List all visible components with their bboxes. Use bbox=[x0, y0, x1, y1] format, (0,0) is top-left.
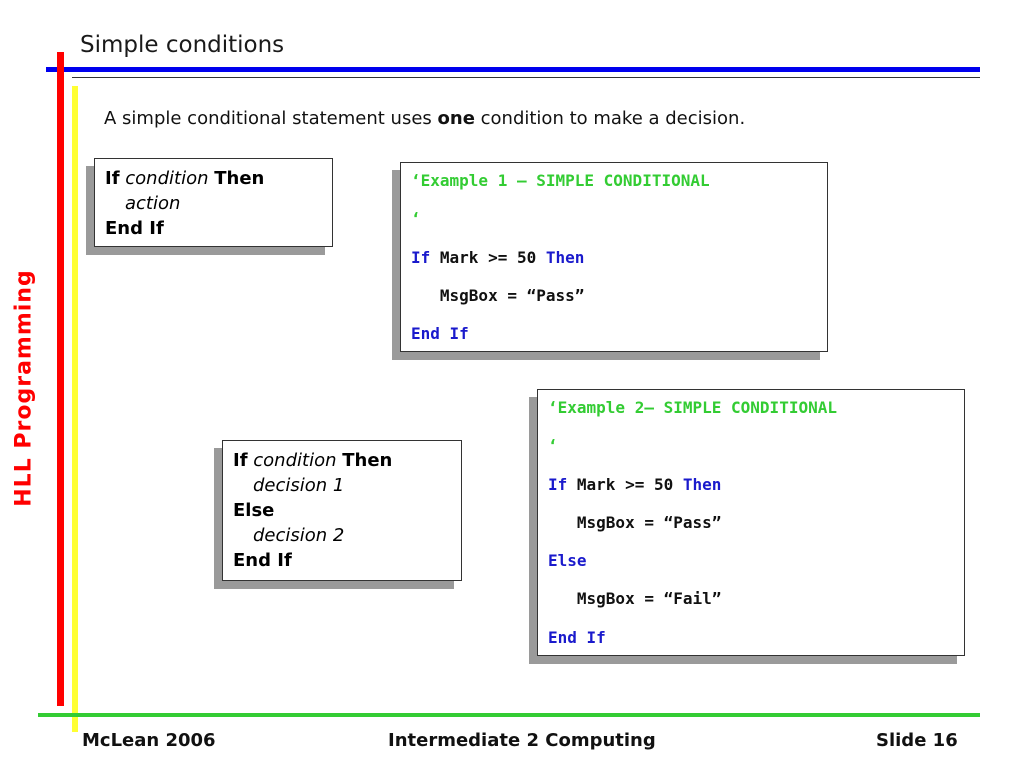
code-statement: MsgBox = “Pass” bbox=[411, 285, 585, 305]
condition: condition bbox=[253, 450, 337, 471]
code-end-if: End If bbox=[548, 627, 606, 647]
kw-then: Then bbox=[342, 450, 393, 471]
syntax-line-decision-2: decision 2 bbox=[233, 523, 451, 548]
code-condition: Mark >= 50 bbox=[567, 474, 683, 494]
title-underline bbox=[72, 77, 980, 78]
condition: condition bbox=[125, 168, 209, 189]
kw-else: Else bbox=[233, 500, 275, 521]
footer-slide-number: Slide 16 bbox=[876, 730, 958, 751]
syntax-box-if-then: If condition Then action End If bbox=[94, 158, 333, 247]
side-bar-yellow bbox=[72, 86, 78, 732]
code-end-if: End If bbox=[411, 324, 469, 344]
code-statement-pass: MsgBox = “Pass” bbox=[548, 512, 722, 532]
intro-before: A simple conditional statement uses bbox=[104, 108, 438, 129]
syntax-line-if: If condition Then bbox=[233, 448, 451, 473]
syntax-line-end: End If bbox=[105, 216, 322, 241]
intro-after: condition to make a decision. bbox=[474, 108, 746, 129]
code-statement-fail: MsgBox = “Fail” bbox=[548, 589, 722, 609]
syntax-line-if: If condition Then bbox=[105, 166, 322, 191]
intro-text: A simple conditional statement uses one … bbox=[104, 108, 745, 129]
code-comment: ‘Example 1 – SIMPLE CONDITIONAL bbox=[411, 171, 710, 190]
kw-if: If bbox=[233, 450, 248, 471]
kw-end-if: End If bbox=[233, 550, 292, 571]
code-kw-if: If bbox=[411, 247, 431, 267]
syntax-line-else: Else bbox=[233, 498, 451, 523]
syntax-line-end: End If bbox=[233, 548, 451, 573]
decision-1: decision 1 bbox=[253, 475, 345, 496]
syntax-line-action: action bbox=[105, 191, 322, 216]
code-condition: Mark >= 50 bbox=[430, 247, 546, 267]
code-if-line: If Mark >= 50 Then bbox=[548, 473, 954, 511]
code-example-2: ‘Example 2– SIMPLE CONDITIONAL ‘ If Mark… bbox=[537, 389, 965, 656]
kw-then: Then bbox=[214, 168, 265, 189]
code-comment-2: ‘ bbox=[548, 436, 558, 456]
kw-if: If bbox=[105, 168, 120, 189]
intro-bold: one bbox=[437, 108, 475, 129]
code-kw-then: Then bbox=[545, 247, 585, 267]
code-if-line: If Mark >= 50 Then bbox=[411, 246, 817, 284]
code-kw-else: Else bbox=[548, 551, 587, 571]
title-rule bbox=[46, 67, 980, 72]
code-comment: ‘Example 2– SIMPLE CONDITIONAL bbox=[548, 398, 837, 417]
side-label: HLL Programming bbox=[11, 269, 37, 507]
side-bar-red bbox=[57, 52, 64, 706]
syntax-box-if-else: If condition Then decision 1 Else decisi… bbox=[222, 440, 462, 581]
footer-course: Intermediate 2 Computing bbox=[388, 730, 656, 751]
syntax-line-decision-1: decision 1 bbox=[233, 473, 451, 498]
decision-2: decision 2 bbox=[253, 525, 345, 546]
kw-end-if: End If bbox=[105, 218, 164, 239]
code-kw-then: Then bbox=[682, 474, 722, 494]
code-kw-if: If bbox=[548, 474, 568, 494]
slide-title: Simple conditions bbox=[80, 32, 285, 58]
footer-author: McLean 2006 bbox=[82, 730, 216, 751]
footer-rule bbox=[38, 713, 980, 717]
action: action bbox=[125, 193, 181, 214]
code-comment-2: ‘ bbox=[411, 209, 421, 229]
code-example-1: ‘Example 1 – SIMPLE CONDITIONAL ‘ If Mar… bbox=[400, 162, 828, 352]
